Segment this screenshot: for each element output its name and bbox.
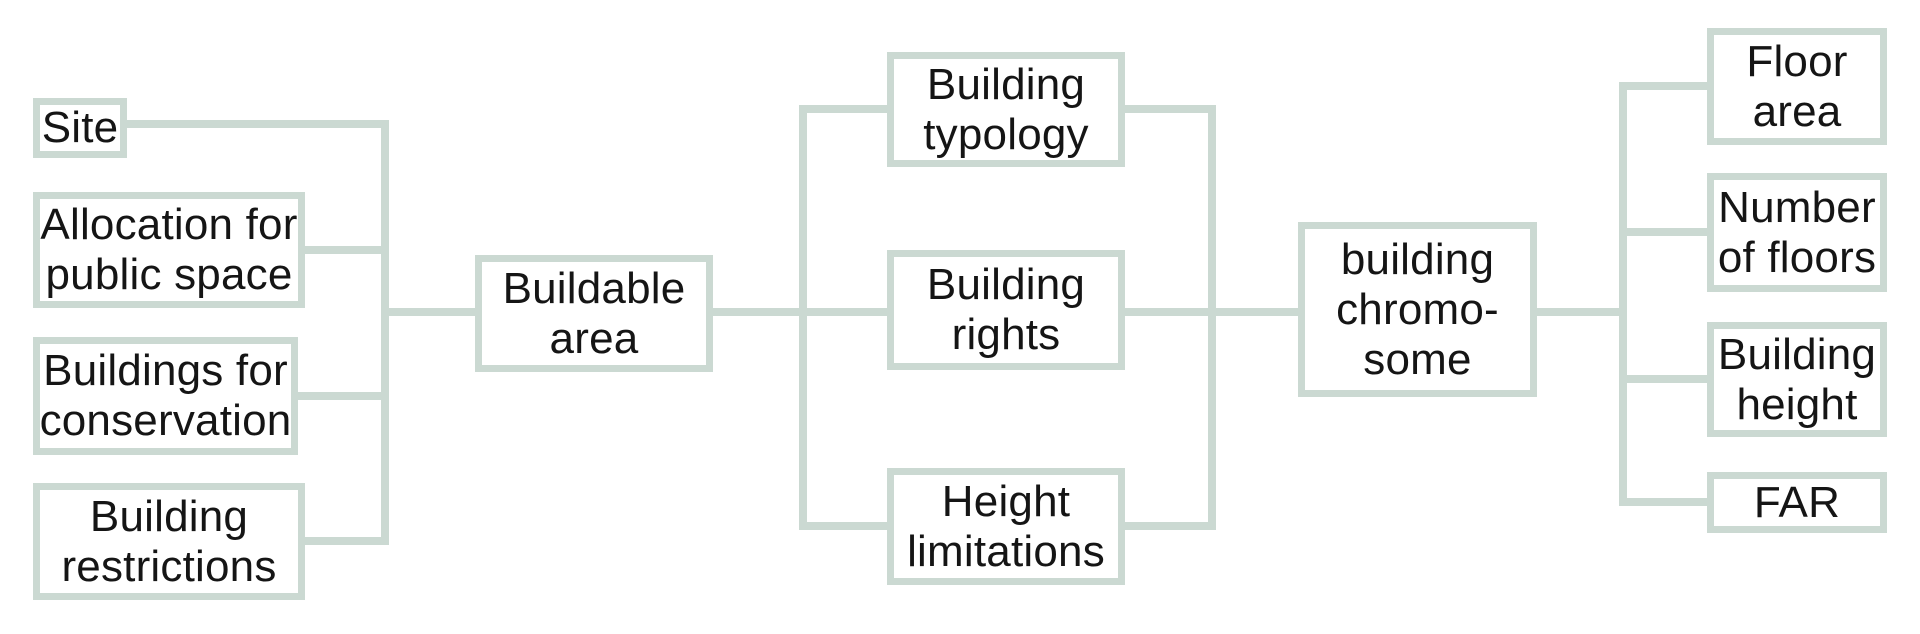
node-number-of-floors: Number of floors <box>1707 173 1887 292</box>
trunk-middle-left-vertical <box>799 105 807 530</box>
trunk-right-vertical <box>1619 82 1627 506</box>
node-buildings-conservation: Buildings for conservation <box>33 337 298 455</box>
node-building-height: Building height <box>1707 322 1887 437</box>
trunk-middle-right-vertical <box>1208 105 1216 530</box>
connector-limitations-to-trunk <box>1125 522 1208 530</box>
node-building-restrictions: Building restrictions <box>33 483 305 600</box>
connector-typology-to-trunk <box>1125 105 1208 113</box>
connector-trunk-to-buildable <box>381 308 475 316</box>
connector-chromosome-to-trunk <box>1537 308 1627 316</box>
node-building-chromosome: building chromo- some <box>1298 222 1537 397</box>
node-height-limitations: Height limitations <box>887 468 1125 585</box>
node-buildable-area: Buildable area <box>475 255 713 372</box>
trunk-left-vertical <box>381 120 389 545</box>
node-building-rights: Building rights <box>887 250 1125 370</box>
connector-restrictions-to-trunk <box>305 537 389 545</box>
connector-conservation-to-trunk <box>298 392 389 400</box>
node-allocation-public-space: Allocation for public space <box>33 192 305 308</box>
node-site: Site <box>33 98 127 158</box>
connector-trunk-to-number-of-floors <box>1627 228 1707 236</box>
connector-trunk-to-building-height <box>1627 375 1707 383</box>
connector-trunk-to-typology <box>807 105 887 113</box>
node-far: FAR <box>1707 472 1887 533</box>
connector-trunk-to-floor-area <box>1627 82 1707 90</box>
node-building-typology: Building typology <box>887 52 1125 167</box>
connector-site-to-trunk <box>127 120 389 128</box>
node-floor-area: Floor area <box>1707 28 1887 145</box>
connector-trunk-to-limitations <box>807 522 887 530</box>
connector-rights-to-chromosome <box>1125 308 1298 316</box>
connector-trunk-to-far <box>1627 498 1707 506</box>
connector-allocation-to-trunk <box>305 246 389 254</box>
